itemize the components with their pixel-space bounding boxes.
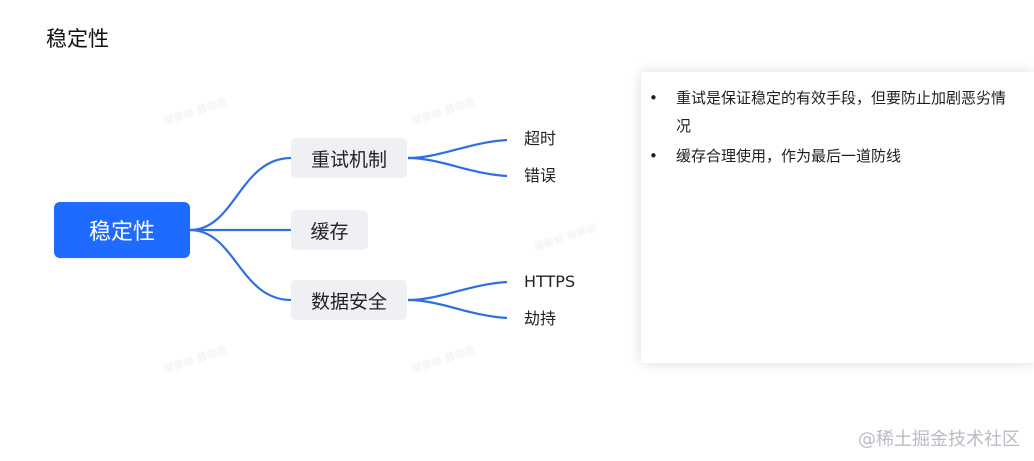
notes-item-text: 重试是保证稳定的有效手段，但要防止加剧恶劣情况: [676, 89, 1007, 135]
connector-branch1-leaf2: [407, 156, 508, 178]
connector-branch3-leaf2: [407, 298, 508, 320]
leaf-node-timeout: 超时: [524, 129, 557, 148]
source-watermark: @稀土掘金技术社区: [858, 429, 1020, 450]
connector-lines: [189, 138, 508, 320]
leaf-node-https: HTTPS: [524, 272, 576, 291]
bullet-icon: •: [649, 147, 658, 165]
page-title: 稳定性: [46, 27, 109, 51]
notes-item: • 重试是保证稳定的有效手段，但要防止加剧恶劣情况: [649, 84, 1018, 140]
notes-panel: • 重试是保证稳定的有效手段，但要防止加剧恶劣情况 • 缓存合理使用，作为最后一…: [641, 72, 1034, 363]
mindmap: 稳定性 重试机制 缓存 数据安全 超时 错误 HTTPS 劫持 ▦▦▦ ▦▦▦ …: [54, 94, 598, 375]
leaf-node-hijack: 劫持: [524, 309, 557, 328]
notes-item: • 缓存合理使用，作为最后一道防线: [649, 142, 1018, 170]
branch-node-retry: 重试机制: [291, 138, 407, 178]
notes-list: • 重试是保证稳定的有效手段，但要防止加剧恶劣情况 • 缓存合理使用，作为最后一…: [649, 84, 1018, 170]
leaf-node-error: 错误: [524, 166, 557, 185]
branch-node-data-security: 数据安全: [291, 280, 407, 320]
notes-item-text: 缓存合理使用，作为最后一道防线: [676, 147, 902, 165]
mindmap-root-node: 稳定性: [54, 202, 190, 258]
connector-root-branch3: [189, 228, 292, 302]
connector-branch1-leaf1: [407, 138, 508, 160]
connector-root-branch1: [189, 156, 292, 232]
connector-branch3-leaf1: [407, 280, 508, 302]
branch-node-cache: 缓存: [291, 210, 368, 250]
bullet-icon: •: [649, 89, 658, 107]
